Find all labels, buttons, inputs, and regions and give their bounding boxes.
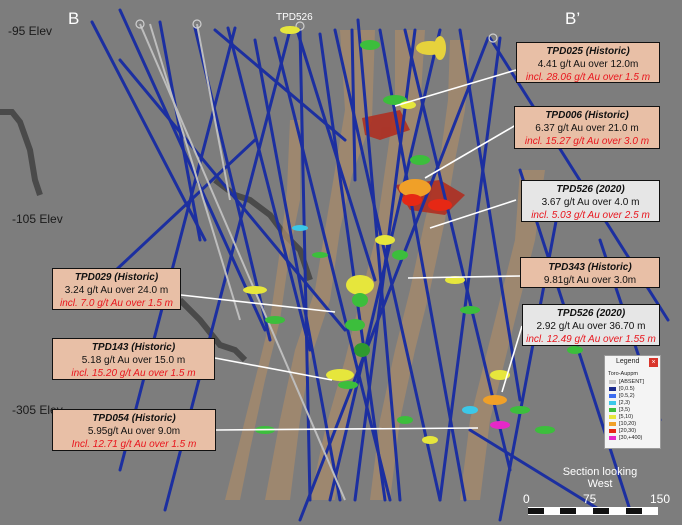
legend-entry: [ABSENT] <box>609 379 644 385</box>
topography-steps <box>0 109 313 363</box>
elevation-label-minus-305: -305 Elev <box>12 403 63 417</box>
legend-panel: Legend × Toro-Auppm [ABSENT] [0,0.5) [0.… <box>604 355 661 449</box>
callout-tpd526-upper: TPD526 (2020) 3.67 g/t Au over 4.0 m inc… <box>521 180 660 222</box>
section-start-label: B <box>68 9 80 28</box>
legend-entry: [20,30) <box>609 428 636 434</box>
callout-tpd006: TPD006 (Historic) 6.37 g/t Au over 21.0 … <box>514 106 660 149</box>
legend-swatch <box>609 436 616 440</box>
legend-title: Legend <box>616 358 640 365</box>
section-looking-label: Section looking West <box>562 466 638 490</box>
grey-hole-traces <box>139 23 346 501</box>
legend-entry: [30,+400) <box>609 435 642 441</box>
callout-leaders <box>180 69 523 431</box>
vein-envelopes <box>225 30 545 500</box>
scale-tick-label: 75 <box>583 492 597 506</box>
legend-swatch <box>609 408 616 412</box>
section-end-label: B’ <box>565 9 581 28</box>
legend-swatch <box>609 387 616 391</box>
collar-hole-label: TPD526 <box>276 12 313 23</box>
legend-swatch <box>609 429 616 433</box>
scale-tick-label: 0 <box>523 492 530 506</box>
legend-subtitle: Toro-Auppm <box>608 371 638 377</box>
close-icon[interactable]: × <box>649 358 658 367</box>
callout-tpd025: TPD025 (Historic) 4.41 g/t Au over 12.0m… <box>516 42 660 83</box>
assay-discs <box>243 26 583 444</box>
legend-entry: [10,20) <box>609 421 636 427</box>
legend-entry: [3,5) <box>609 407 630 413</box>
scale-bar <box>528 507 658 515</box>
callout-tpd054: TPD054 (Historic) 5.95g/t Au over 9.0m I… <box>52 409 216 451</box>
elevation-label-95: -95 Elev <box>8 24 53 38</box>
legend-entry: [0.5,2) <box>609 393 635 399</box>
callout-tpd029: TPD029 (Historic) 3.24 g/t Au over 24.0 … <box>52 268 181 310</box>
scale-tick-label: 150 <box>650 492 671 506</box>
legend-swatch <box>609 380 616 384</box>
elevation-label-minus-105: -105 Elev <box>12 212 63 226</box>
legend-entry: [5,10) <box>609 414 633 420</box>
legend-swatch <box>609 394 616 398</box>
callout-tpd526-lower: TPD526 (2020) 2.92 g/t Au over 36.70 m i… <box>522 304 660 346</box>
legend-swatch <box>609 401 616 405</box>
legend-entry: [0,0.5) <box>609 386 635 392</box>
callout-tpd343: TPD343 (Historic) 9.81g/t Au over 3.0m <box>520 257 660 288</box>
legend-entry: [2,3) <box>609 400 630 406</box>
legend-swatch <box>609 415 616 419</box>
collar-markers <box>135 19 498 43</box>
legend-swatch <box>609 422 616 426</box>
callout-tpd143: TPD143 (Historic) 5.18 g/t Au over 15.0 … <box>52 338 215 380</box>
